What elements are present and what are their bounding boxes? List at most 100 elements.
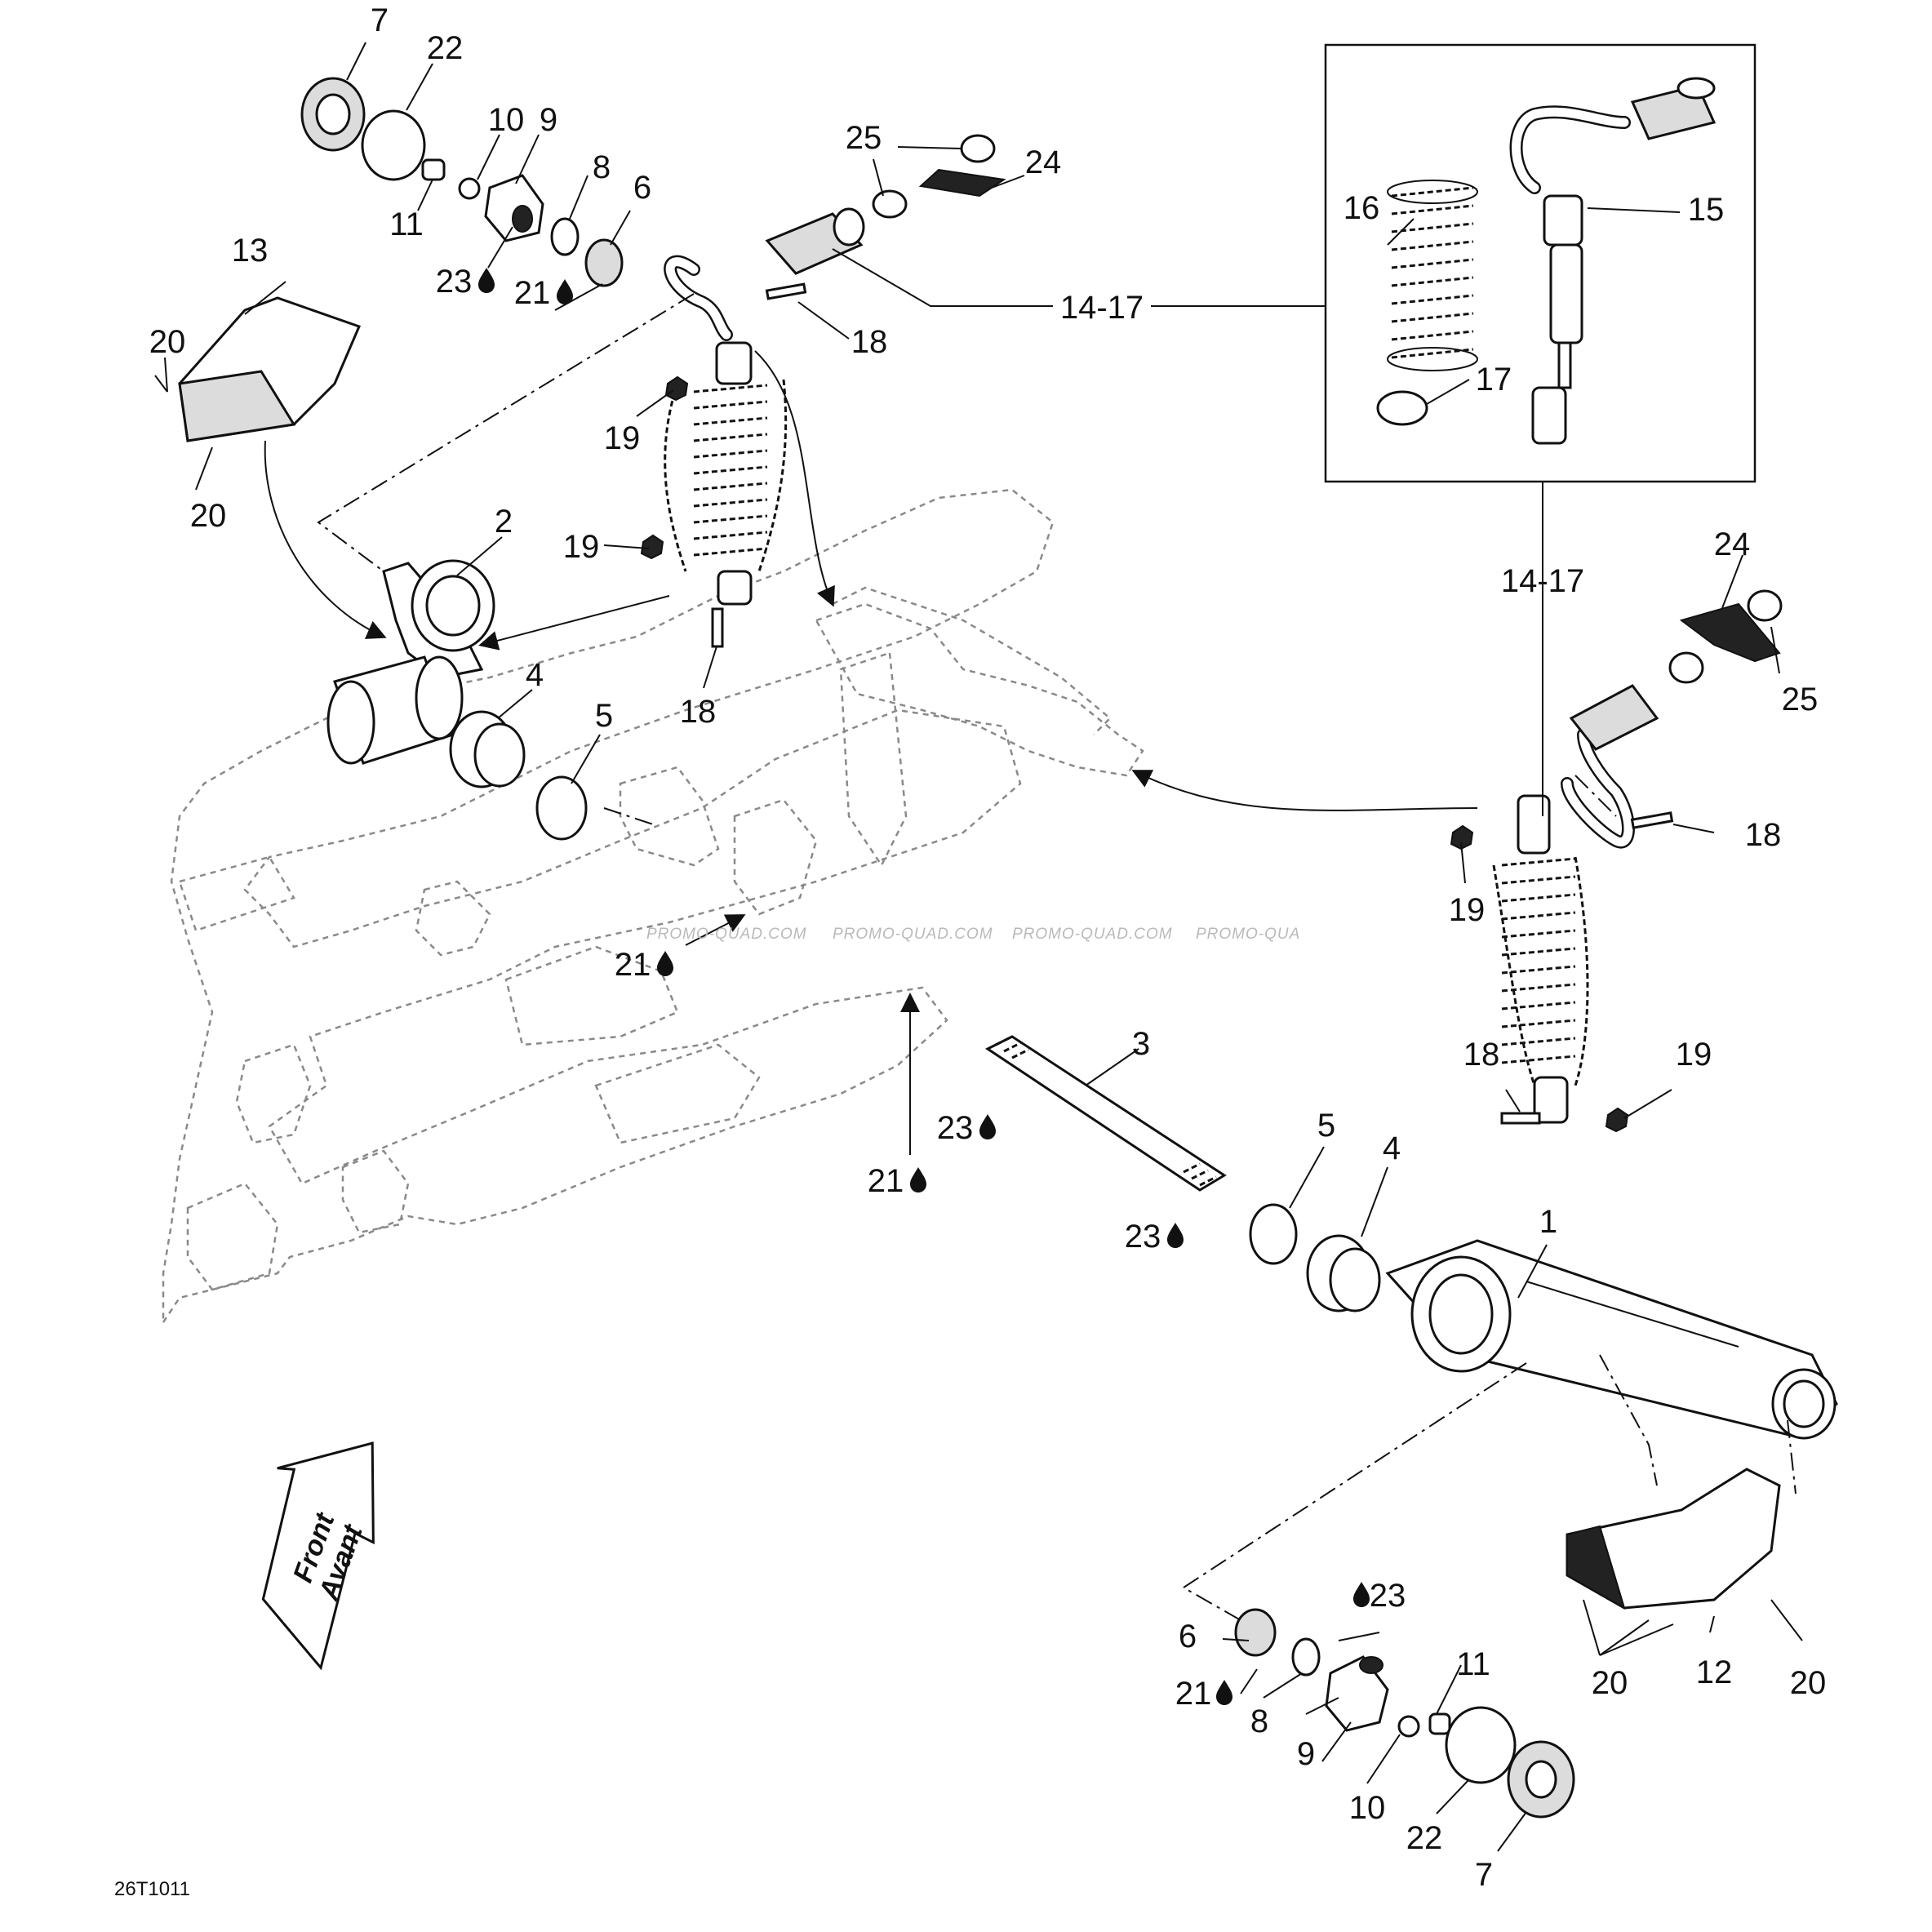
drop-icon: [979, 1114, 996, 1139]
drop-icon: [910, 1167, 926, 1193]
callout: 6: [1179, 1619, 1197, 1654]
bolt-18-right: [1630, 811, 1674, 829]
seal-ring-8-bottom: [1291, 1637, 1321, 1677]
callout: 15: [1688, 192, 1725, 228]
callout: 20: [149, 324, 186, 360]
callout: 19: [1676, 1037, 1712, 1073]
callout: 9: [1297, 1736, 1315, 1772]
callout: 19: [1449, 892, 1486, 928]
clamp-25-top: [872, 134, 996, 219]
swing-arm-tube: [326, 655, 464, 765]
bushing-cap-7-bottom: [1507, 1740, 1575, 1819]
washer-10: [458, 177, 481, 200]
seal-6: [584, 238, 624, 287]
seal-ring-8: [550, 217, 580, 256]
pivot-shaft-3: [985, 1035, 1227, 1192]
callout: 20: [190, 498, 227, 534]
bolt-18-top: [765, 282, 807, 300]
swing-arm-1: [1385, 1239, 1838, 1440]
callout: 22: [427, 30, 464, 66]
callout: 18: [1463, 1037, 1500, 1073]
vehicle-frame: [162, 488, 1144, 1326]
watermark-2: PROMO-QUAD.COM: [833, 926, 993, 943]
callout: 19: [604, 420, 641, 456]
watermark-1: PROMO-QUAD.COM: [646, 926, 807, 943]
nut-19-mid: [640, 534, 664, 560]
dash-dot-lines: [317, 293, 1797, 1621]
callout: 17: [1476, 362, 1512, 398]
bushing-cap-7: [300, 77, 366, 152]
bearing-4: [449, 710, 526, 788]
watermark-3: PROMO-QUAD.COM: [1012, 926, 1173, 943]
clamp-25-right-b: [1668, 651, 1704, 684]
assembly-arrows: [264, 350, 1478, 1155]
inset-box: [1324, 43, 1757, 483]
callout: 7: [1475, 1857, 1493, 1893]
callout: 19: [563, 529, 600, 565]
drop-icon: [478, 268, 495, 293]
rear-shock-left: [664, 207, 865, 606]
callout: 7: [371, 2, 389, 38]
callout: 20: [1592, 1665, 1628, 1701]
spring-seat-17: [1376, 390, 1428, 426]
callout: 25: [1782, 682, 1819, 717]
grease-drop-icons: [478, 268, 1370, 1705]
callout: 2: [495, 504, 513, 540]
callout: 25: [846, 120, 882, 156]
figure-code: 26T1011: [114, 1878, 190, 1900]
callout: 13: [232, 233, 269, 269]
callout: 21: [1175, 1676, 1212, 1712]
callout: 22: [1406, 1820, 1443, 1856]
callout: 9: [540, 102, 557, 138]
callout: 5: [1317, 1108, 1335, 1144]
pivot-bushing-9: [484, 174, 544, 242]
drop-icon: [1216, 1680, 1232, 1705]
drop-icon: [557, 279, 573, 304]
callout: 18: [680, 694, 717, 730]
callout: 11: [1456, 1646, 1490, 1682]
pivot-bushing-9-bottom: [1325, 1655, 1389, 1732]
skid-plate-12: [1566, 1468, 1781, 1610]
callout: 23: [1370, 1578, 1406, 1614]
drop-icon: [1353, 1582, 1370, 1607]
callout: 14-17: [1060, 290, 1144, 326]
washer-10-bottom: [1397, 1715, 1420, 1738]
o-ring-22: [361, 109, 426, 181]
bolt-18-mid: [711, 607, 724, 648]
nut-11: [421, 158, 446, 181]
circlip-5-right: [1249, 1203, 1298, 1265]
leader-lines: [154, 42, 1803, 1852]
callout: 18: [1745, 817, 1782, 853]
callout: 24: [1714, 526, 1751, 562]
bracket-2: [382, 559, 495, 679]
callout: 5: [595, 698, 613, 734]
callout: 3: [1132, 1026, 1150, 1062]
callout: 1: [1539, 1204, 1557, 1240]
front-direction-arrow: Front Avant: [261, 1441, 375, 1671]
callout: 20: [1790, 1665, 1827, 1701]
clamp-25-right-a: [1747, 589, 1783, 622]
callout: 14-17: [1501, 563, 1584, 599]
callout: 23: [937, 1110, 974, 1146]
callout: 10: [1349, 1790, 1386, 1826]
spring-16: [1387, 180, 1478, 371]
callout: 23: [1125, 1219, 1161, 1255]
callout-labels: 7 22 10 9 8 6 11 23 21 13 20 20 25 24 25…: [149, 2, 1827, 1893]
callout: 16: [1344, 190, 1380, 226]
nut-19-top: [664, 375, 689, 402]
watermark-4: PROMO-QUA: [1196, 926, 1300, 943]
callout: 4: [526, 657, 544, 693]
bolt-18-bottom-right: [1500, 1112, 1541, 1125]
nut-19-bottom-right: [1605, 1107, 1629, 1133]
callout: 21: [615, 947, 651, 983]
watermarks: PROMO-QUAD.COM PROMO-QUAD.COM PROMO-QUAD…: [646, 926, 1300, 943]
callout: 21: [514, 275, 551, 311]
shock-absorber-15: [1509, 77, 1717, 445]
callout: 23: [436, 264, 473, 300]
callout: 8: [1250, 1703, 1268, 1739]
nut-11-bottom: [1428, 1712, 1451, 1735]
callout: 12: [1696, 1654, 1733, 1690]
callout: 18: [851, 324, 888, 360]
skid-plate-13: [178, 296, 362, 442]
